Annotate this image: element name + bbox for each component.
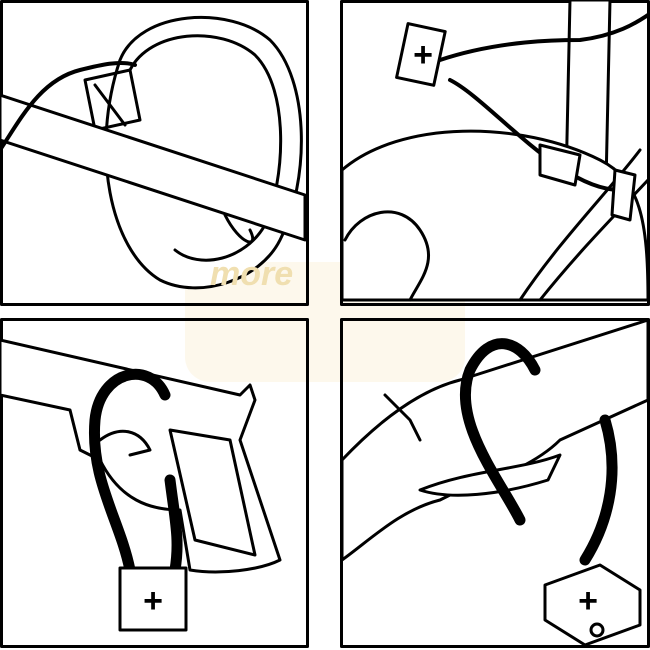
lock-box [395,22,447,87]
lock-plus-label: + [578,582,598,620]
lock-plus-label: + [143,582,163,620]
lock-box [543,563,642,647]
panel-helmet [0,0,309,306]
panel-rifle: + [340,318,650,648]
panel-bag: + [340,0,650,306]
watermark-text: more [210,255,293,293]
lock-plus-label: + [413,36,433,74]
panel-pistol: + [0,318,309,648]
lock-box [118,566,188,632]
